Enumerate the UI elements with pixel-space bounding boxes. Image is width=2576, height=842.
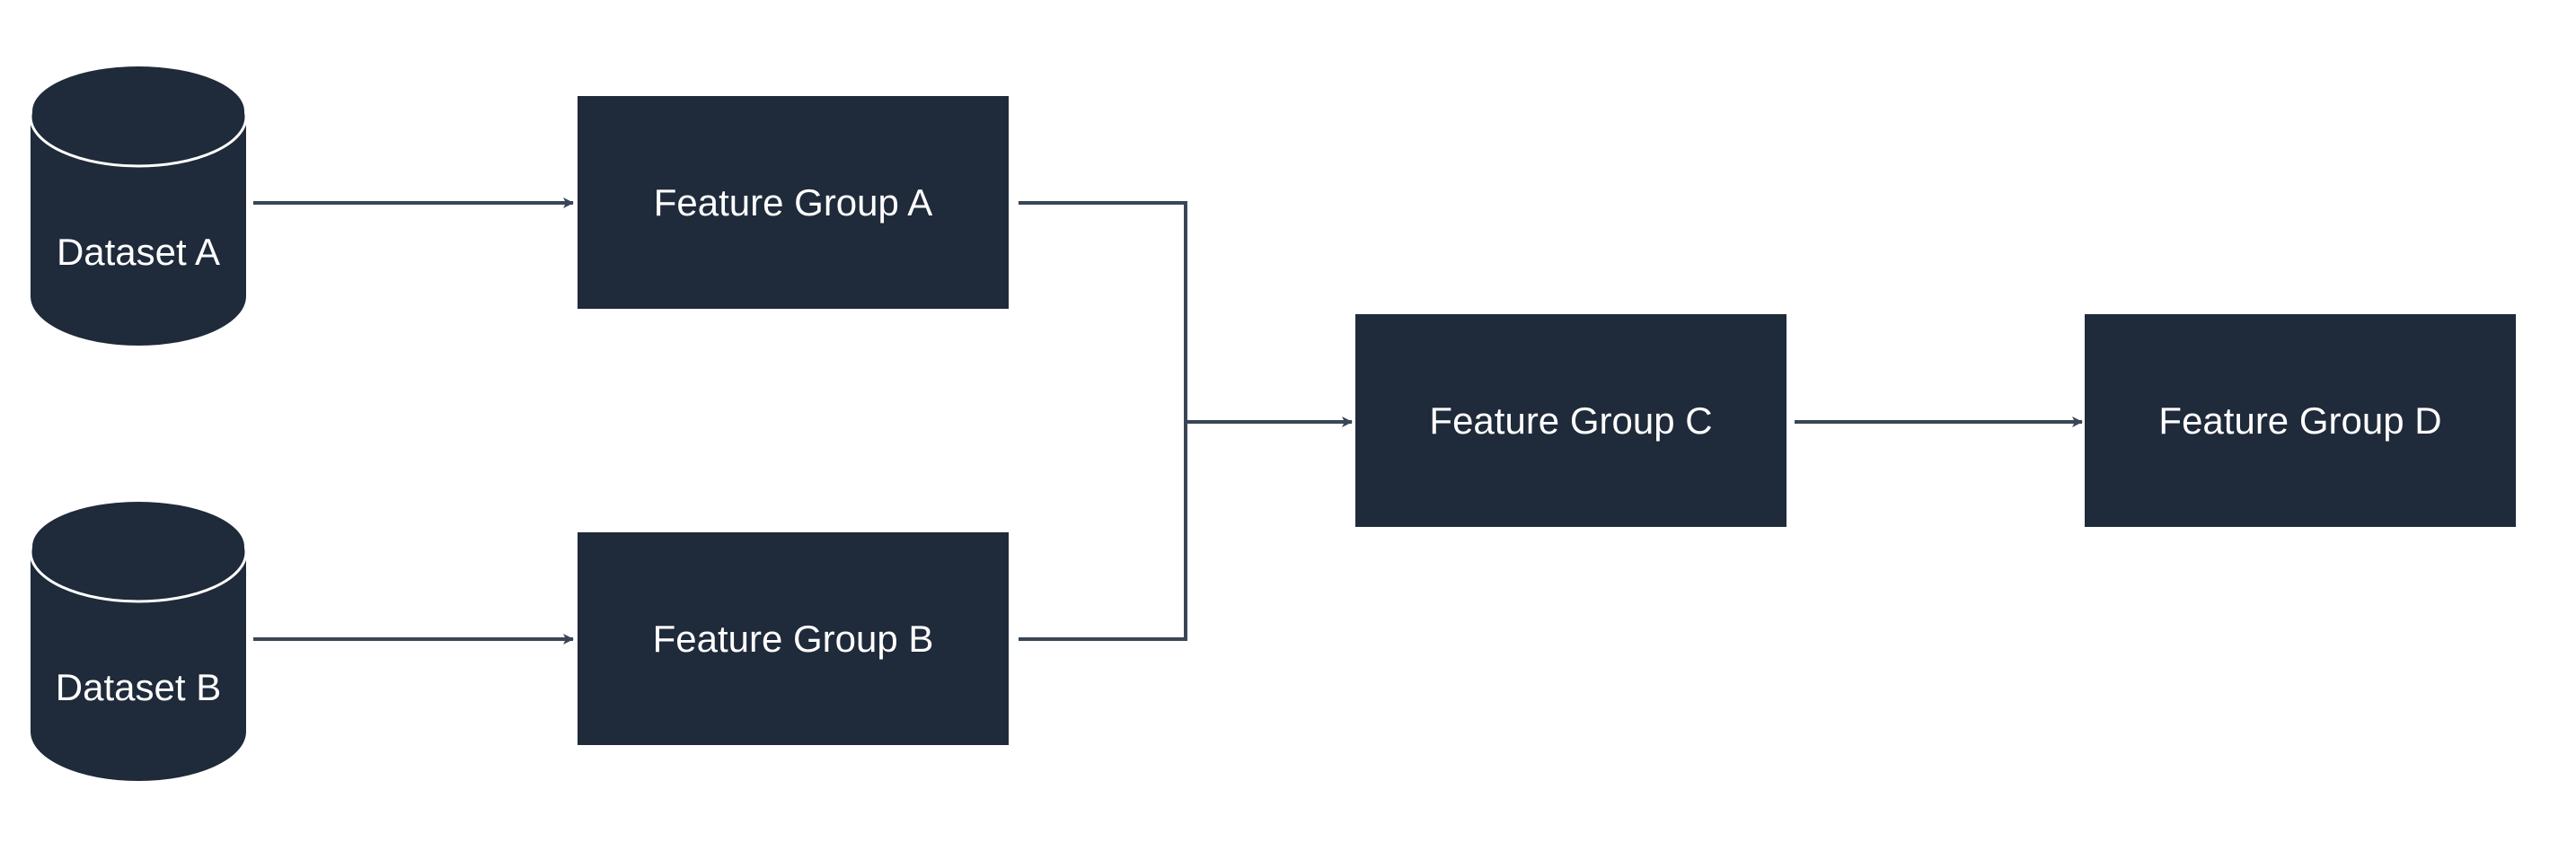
node-box — [1355, 314, 1786, 527]
node-label: Feature Group C — [1429, 399, 1712, 442]
dataset-a-cylinder: Dataset A — [29, 66, 248, 346]
edge-fg-a-to-fg-c — [1019, 201, 1353, 427]
cylinder-body — [31, 552, 246, 781]
cylinder-top-cap — [32, 502, 244, 592]
feature-group-a-node: Feature Group A — [578, 96, 1009, 309]
feature-group-b-node: Feature Group B — [578, 532, 1009, 745]
node-label: Feature Group D — [2158, 399, 2441, 442]
node-label: Feature Group B — [653, 618, 934, 660]
dataset-b-cylinder: Dataset B — [29, 501, 248, 781]
dataset-label: Dataset B — [56, 666, 221, 708]
node-box — [578, 532, 1009, 745]
node-box — [2085, 314, 2516, 527]
node-box — [578, 96, 1009, 309]
dataset-label: Dataset A — [57, 231, 220, 273]
edge-fg-b-to-fg-c — [1019, 422, 1187, 641]
cylinder-body — [31, 117, 246, 346]
feature-group-c-node: Feature Group C — [1355, 314, 1786, 527]
edges — [253, 197, 2083, 645]
node-label: Feature Group A — [654, 181, 933, 224]
cylinder-top-cap — [32, 66, 244, 156]
feature-group-d-node: Feature Group D — [2085, 314, 2516, 527]
